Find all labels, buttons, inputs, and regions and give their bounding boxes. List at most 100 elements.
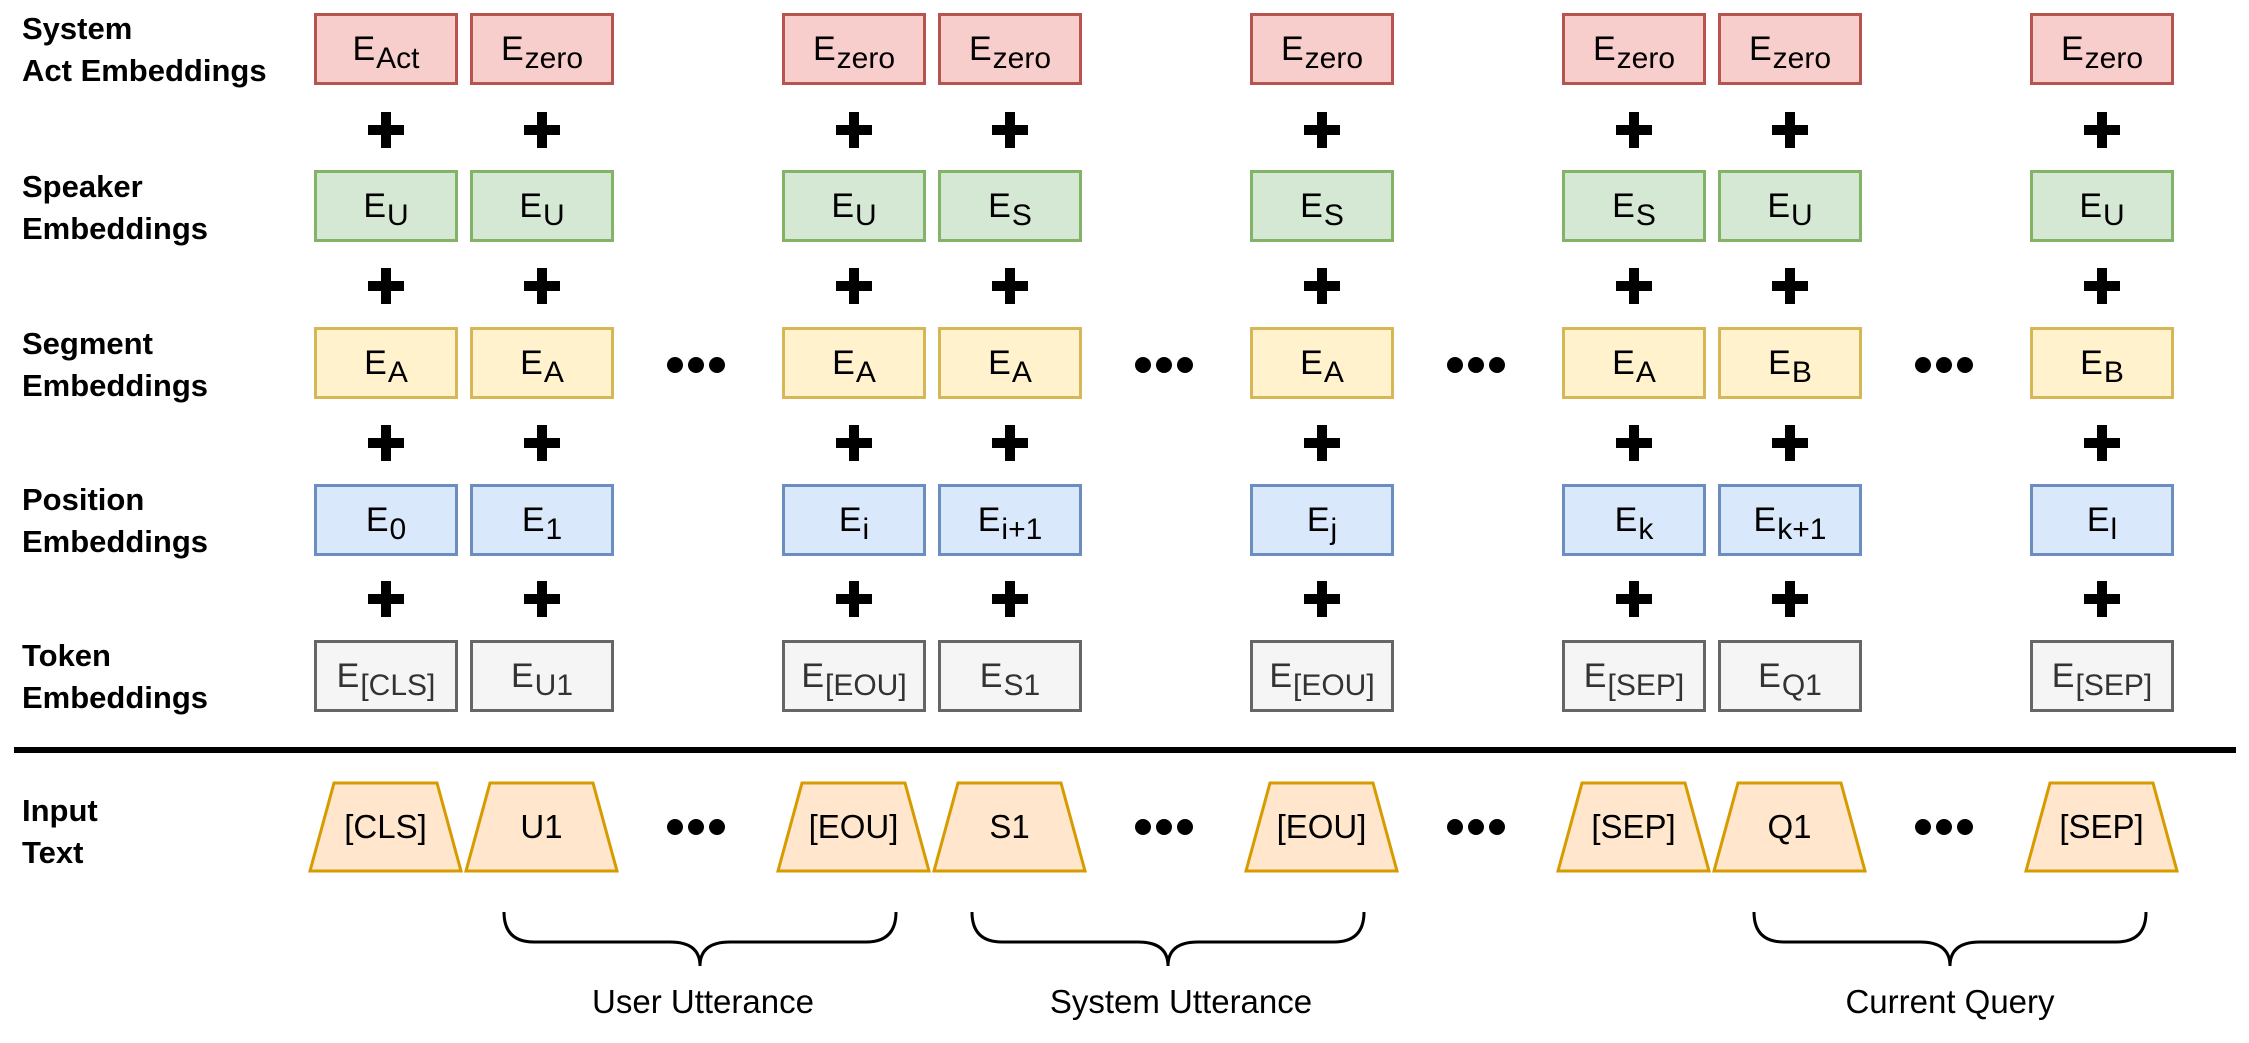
embedding-subscript: S [1635,199,1656,232]
embedding-symbol: E [832,343,855,382]
embedding-symbol: E [812,29,836,68]
embedding-symbol: E [352,29,376,68]
plus-icon [992,268,1028,304]
embedding-symbol: E [336,656,360,695]
input-token-label: [EOU] [808,808,899,845]
label-line: System [22,11,133,46]
input-token: [SEP] [1556,781,1711,873]
ellipsis-icon [667,818,725,836]
input-token-label: Q1 [1767,808,1812,845]
plus-icon [1616,112,1652,148]
embedding-symbol: E [2086,500,2110,539]
plus-icon [524,425,560,461]
embedding-symbol: E [1767,186,1790,225]
plus-icon [836,268,872,304]
embedding-subscript: i+1 [1001,513,1043,546]
embedding-symbol: E [1748,29,1772,68]
label-line: Embeddings [22,524,209,559]
embedding-subscript: 1 [545,513,563,546]
embedding-subscript: S1 [1003,669,1041,702]
plus-icon [1772,425,1808,461]
plus-icon [2084,268,2120,304]
ellipsis-icon [667,356,725,374]
embedding-symbol: E [519,186,542,225]
trapezoid-shape [1244,781,1399,873]
embedding-subscript: Act [376,42,420,75]
embedding-symbol: E [1612,186,1635,225]
plus-icon [836,425,872,461]
embedding-symbol: E [510,656,534,695]
input-token: S1 [932,781,1087,873]
trapezoid-shape [308,781,463,873]
embedding-symbol: E [2079,186,2102,225]
input-token: Q1 [1712,781,1867,873]
embedding-symbol: E [364,343,387,382]
plus-icon [2084,112,2120,148]
input-token: [EOU] [1244,781,1399,873]
embedding-subscript: A [543,356,564,389]
input-token: [SEP] [2024,781,2179,873]
user-utterance-label: User Utterance [592,983,814,1020]
plus-icon [1616,581,1652,617]
plus-icon [368,425,404,461]
plus-icon [1772,112,1808,148]
embedding-subscript: zero [992,42,1052,75]
label-line: Text [22,835,84,870]
label-speaker-embeddings: Speaker Embeddings [22,166,208,250]
trapezoid-shape [464,781,619,873]
embedding-subscript: U [2103,199,2125,232]
embedding-subscript: U [855,199,877,232]
plus-icon [1304,112,1340,148]
plus-icon [524,268,560,304]
embedding-subscript: zero [836,42,896,75]
plus-icon [368,268,404,304]
embedding-symbol: E [1269,656,1292,695]
input-token-label: [EOU] [1276,808,1367,845]
trapezoid-shape [1712,781,1867,873]
embedding-subscript: U [543,199,565,232]
embedding-subscript: U [387,199,409,232]
plus-icon [368,112,404,148]
input-token: [CLS] [308,781,463,873]
plus-icon [524,112,560,148]
embedding-symbol: E [1612,343,1635,382]
input-token-label: U1 [520,808,563,845]
embedding-subscript: B [2103,356,2124,389]
ellipsis-icon [1135,818,1193,836]
input-token-label: [CLS] [344,808,427,845]
embedding-symbol: E [988,343,1011,382]
embedding-subscript: B [1791,356,1812,389]
ellipsis-icon [1447,818,1505,836]
embedding-subscript: [CLS] [360,669,436,702]
embedding-subscript: [EOU] [1293,669,1375,702]
embedding-symbol: E [1768,343,1791,382]
embedding-symbol: E [988,186,1011,225]
label-line: Position [22,482,145,517]
label-line: Input [22,793,98,828]
embedding-subscript: U1 [534,669,574,702]
embedding-subscript: zero [1772,42,1832,75]
plus-icon [1616,268,1652,304]
plus-icon [1772,581,1808,617]
embedding-subscript: i [862,513,870,546]
input-token: U1 [464,781,619,873]
embedding-symbol: E [1306,500,1330,539]
plus-icon [1304,581,1340,617]
embedding-subscript: zero [1616,42,1676,75]
plus-icon [1772,268,1808,304]
embedding-symbol: E [1300,343,1323,382]
